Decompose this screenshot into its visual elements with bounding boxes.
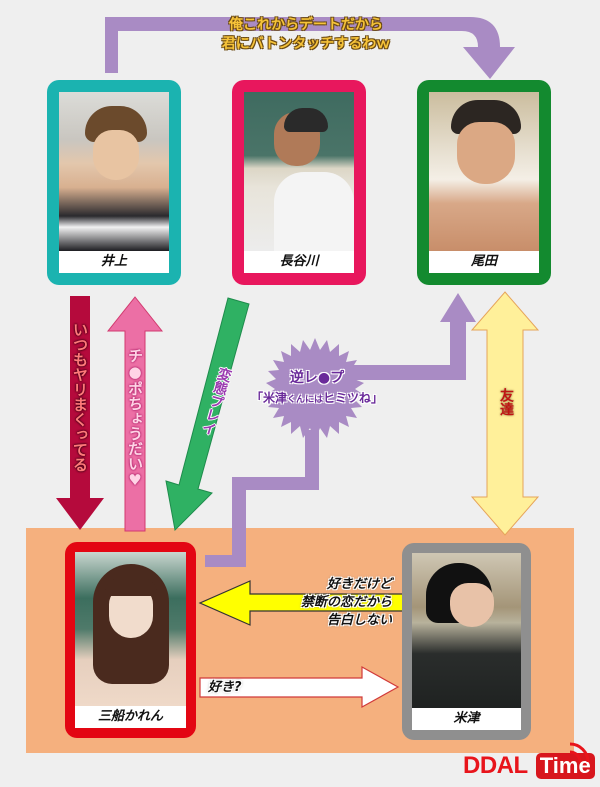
card-yonezu[interactable]: 米津: [402, 543, 531, 740]
label-oda-yonezu-friends: 友達: [498, 388, 514, 416]
text-name: 米津: [262, 391, 287, 405]
yellow-line2: 禁断の恋だから: [300, 595, 392, 610]
name-inoue: 井上: [59, 251, 169, 273]
name-mifune: 三船かれん: [75, 706, 186, 728]
card-oda[interactable]: 尾田: [417, 80, 551, 285]
arrow-hasegawa-to-mifune: [165, 297, 250, 532]
card-inoue[interactable]: 井上: [47, 80, 181, 285]
label-inoue-to-mifune: いつもヤリまくってる: [71, 322, 89, 472]
label-yonezu-to-mifune: 好きだけど 禁断の恋だから 告白しない: [262, 576, 392, 630]
label-mifune-to-yonezu: 好き?: [208, 680, 242, 695]
starburst-line1: 逆レ●プ: [289, 370, 345, 386]
name-yonezu: 米津: [412, 708, 521, 730]
name-oda: 尾田: [429, 251, 539, 273]
photo-oda: [429, 92, 539, 251]
starburst-badge: [266, 338, 364, 440]
arrow-mifune-to-inoue: [106, 296, 164, 532]
label-line2: 君にバトンタッチするわｗ: [221, 36, 391, 52]
text-rest: ヒミツね: [323, 391, 372, 405]
card-mifune[interactable]: 三船かれん: [65, 542, 196, 738]
name-hasegawa: 長谷川: [244, 251, 354, 273]
starburst-line2: 「米津くんにはヒミツね」: [232, 388, 402, 410]
bracket-close: 」: [371, 391, 384, 405]
label-mifune-to-inoue: チ●ポちょうだい♥: [126, 348, 144, 489]
card-hasegawa[interactable]: 長谷川: [232, 80, 366, 285]
photo-inoue: [59, 92, 169, 251]
arrow-mifune-to-oda: [205, 430, 319, 567]
photo-hasegawa: [244, 92, 354, 251]
logo-ddal: DDAL: [463, 752, 528, 779]
label-inoue-to-oda: 俺これからデートだから 君にバトンタッチするわｗ: [196, 16, 416, 54]
bracket-open: 「: [250, 391, 263, 405]
arrow-oda-yonezu-friends: [470, 291, 540, 536]
photo-mifune: [75, 552, 186, 706]
ddal-time-logo: DDAL Time: [463, 752, 595, 782]
yellow-line3: 告白しない: [326, 613, 392, 628]
arrow-inoue-to-oda: [105, 17, 515, 79]
yellow-line1: 好きだけど: [326, 577, 392, 592]
label-mifune-to-oda: 逆レ●プ 「米津くんにはヒミツね」: [232, 368, 402, 410]
arrow-mifune-to-yonezu: [199, 665, 400, 709]
label-line1: 俺これからデートだから: [229, 17, 383, 33]
text-small: くんには: [286, 395, 323, 405]
arrow-inoue-to-mifune: [56, 296, 104, 530]
wifi-signal-icon: [569, 742, 590, 763]
photo-yonezu: [412, 553, 521, 708]
logo-time: Time: [535, 753, 595, 779]
